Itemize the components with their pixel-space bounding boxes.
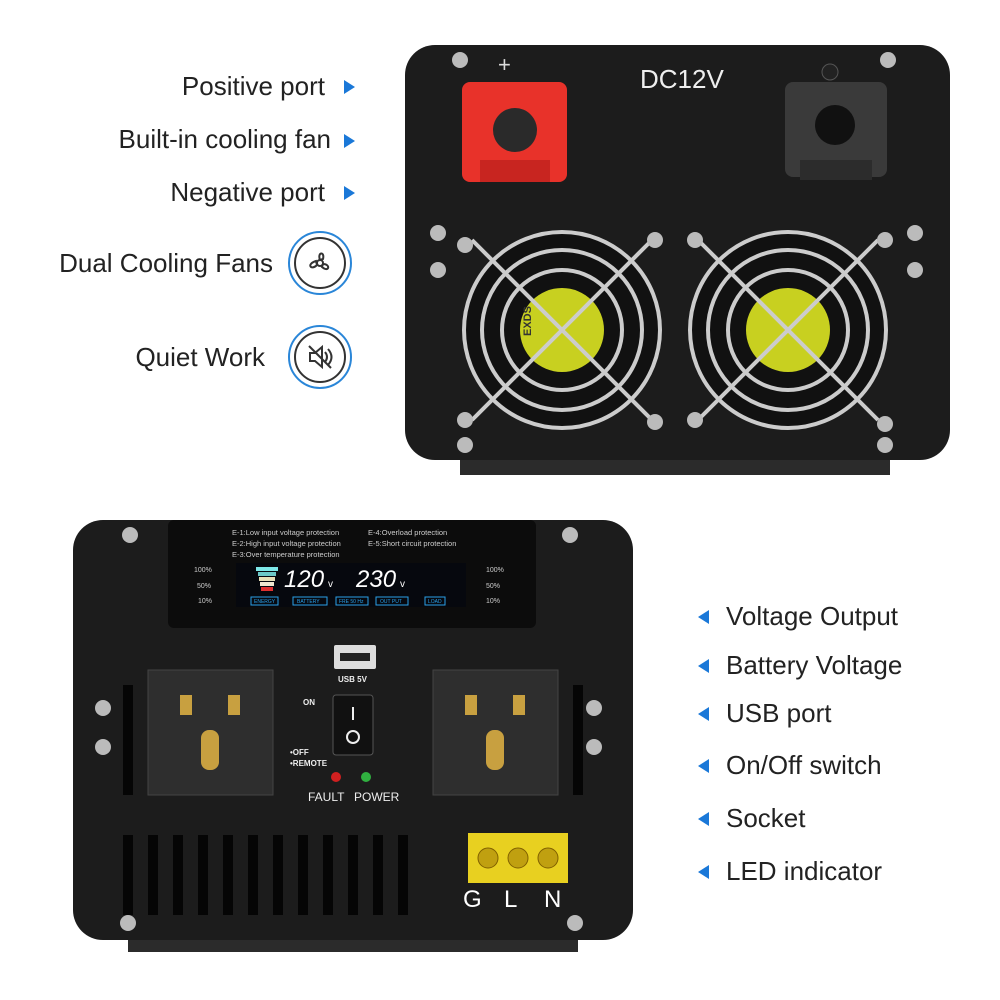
svg-text:FAULT: FAULT xyxy=(308,790,345,804)
svg-text:G: G xyxy=(463,886,482,913)
svg-text:BATTERY: BATTERY xyxy=(297,599,320,605)
svg-text:OUT PUT: OUT PUT xyxy=(380,599,402,605)
cooling-fan-right xyxy=(688,230,888,430)
fan-icon xyxy=(309,252,330,271)
ac-socket-left[interactable] xyxy=(147,669,274,796)
arrow-right-icon xyxy=(344,134,355,148)
label-battery-voltage: Battery Voltage xyxy=(726,650,903,680)
svg-text:FRE 50 Hz: FRE 50 Hz xyxy=(339,599,364,605)
label-cooling-fan: Built-in cooling fan xyxy=(118,124,331,154)
svg-text:POWER: POWER xyxy=(354,790,400,804)
arrow-left-icon xyxy=(698,707,709,721)
label-dual-fans: Dual Cooling Fans xyxy=(59,248,273,278)
power-switch[interactable] xyxy=(332,694,374,756)
screws xyxy=(95,527,602,931)
quiet-feature-badge xyxy=(288,325,352,389)
svg-text:50%: 50% xyxy=(486,583,500,590)
arrow-left-icon xyxy=(698,659,709,673)
svg-text:10%: 10% xyxy=(198,598,212,605)
cooling-fan-left: EXDS xyxy=(462,230,662,430)
inverter-rear-view: DC12V + EXDS xyxy=(405,45,950,475)
svg-text:E-2:High input voltage protect: E-2:High input voltage protection xyxy=(232,539,341,548)
svg-text:+: + xyxy=(498,52,511,77)
negative-port[interactable] xyxy=(785,63,887,180)
svg-text:E-3:Over temperature protectio: E-3:Over temperature protection xyxy=(232,550,340,559)
svg-text:ON: ON xyxy=(303,698,315,707)
arrow-left-icon xyxy=(698,865,709,879)
input-voltage-readout: 120 xyxy=(284,566,325,593)
svg-text:10%: 10% xyxy=(486,598,500,605)
svg-text:100%: 100% xyxy=(486,567,504,574)
svg-text:LOAD: LOAD xyxy=(428,599,442,605)
svg-text:50%: 50% xyxy=(197,583,211,590)
lcd-panel: E-1:Low input voltage protection E-2:Hig… xyxy=(168,520,536,628)
label-led-indicator: LED indicator xyxy=(726,856,883,886)
svg-text:L: L xyxy=(504,886,517,913)
arrow-right-icon xyxy=(344,186,355,200)
arrow-right-icon xyxy=(344,80,355,94)
ac-socket-right[interactable] xyxy=(432,669,559,796)
positive-port[interactable]: + xyxy=(462,52,567,182)
arrow-left-icon xyxy=(698,812,709,826)
label-socket: Socket xyxy=(726,803,806,833)
label-positive-port: Positive port xyxy=(181,71,325,101)
usb-port[interactable]: USB 5V xyxy=(334,645,376,684)
inverter-front-view: E-1:Low input voltage protection E-2:Hig… xyxy=(73,520,633,952)
energy-bars xyxy=(256,567,278,591)
terminal-block[interactable] xyxy=(468,833,568,883)
arrow-left-icon xyxy=(698,610,709,624)
screws xyxy=(430,52,923,453)
output-voltage-readout: 230 xyxy=(355,566,397,593)
svg-text:E-4:Overload protection: E-4:Overload protection xyxy=(368,528,447,537)
label-on-off-switch: On/Off switch xyxy=(726,750,882,780)
label-usb-port: USB port xyxy=(726,698,832,728)
arrow-left-icon xyxy=(698,759,709,773)
label-quiet-work: Quiet Work xyxy=(135,342,265,372)
label-voltage-output: Voltage Output xyxy=(726,601,899,631)
svg-text:ENERGY: ENERGY xyxy=(254,599,276,605)
svg-text:USB 5V: USB 5V xyxy=(338,675,368,684)
svg-text:N: N xyxy=(544,886,561,913)
svg-text:•REMOTE: •REMOTE xyxy=(290,759,328,768)
svg-text:•OFF: •OFF xyxy=(290,748,309,757)
fan-brand-text: EXDS xyxy=(522,306,534,336)
vent-slots xyxy=(123,685,583,915)
voltage-marking: DC12V xyxy=(640,64,724,94)
fault-led xyxy=(331,772,341,782)
svg-text:E-1:Low input voltage protecti: E-1:Low input voltage protection xyxy=(232,528,339,537)
svg-text:v: v xyxy=(400,579,405,590)
svg-text:E-5:Short circuit protection: E-5:Short circuit protection xyxy=(368,539,456,548)
mute-speaker-icon xyxy=(308,344,333,370)
svg-text:v: v xyxy=(328,579,333,590)
svg-text:100%: 100% xyxy=(194,567,212,574)
power-led xyxy=(361,772,371,782)
label-negative-port: Negative port xyxy=(170,177,325,207)
fan-feature-badge xyxy=(288,231,352,295)
